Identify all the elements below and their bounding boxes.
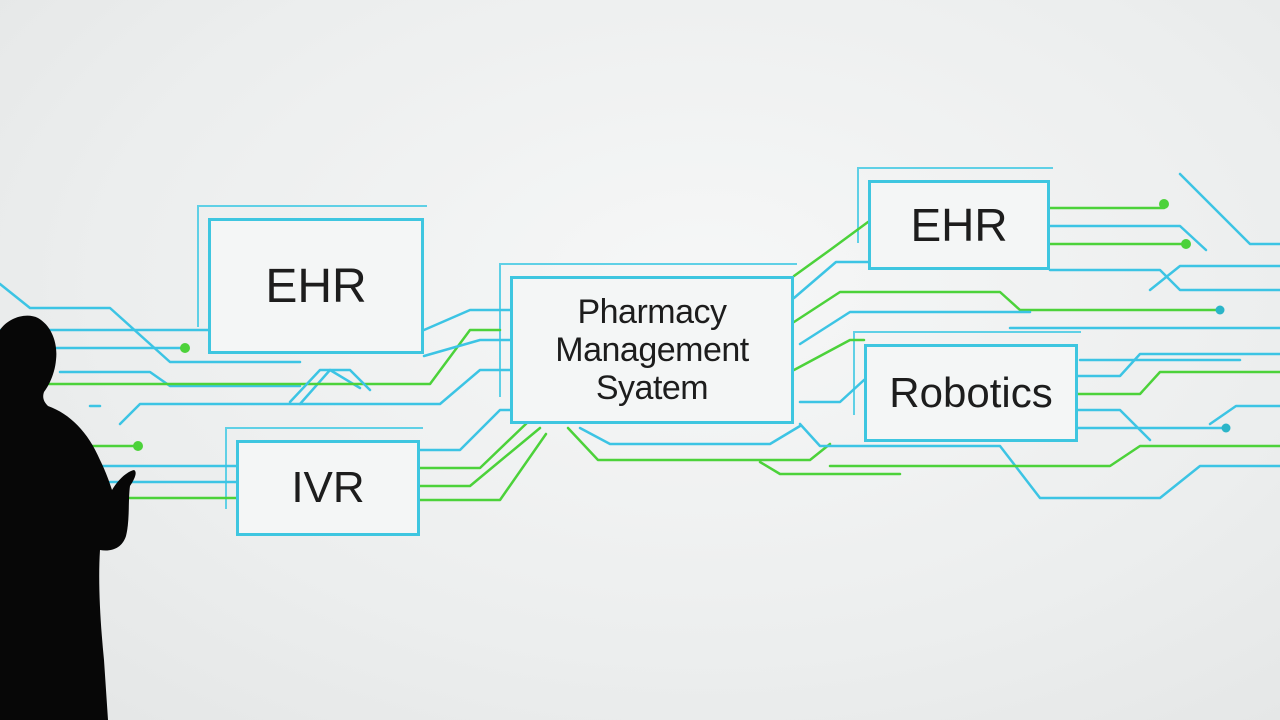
connector-line (1048, 224, 1208, 252)
connector-line (38, 328, 502, 386)
connector-dot (1159, 199, 1169, 209)
pms-label-line3: Syatem (595, 369, 709, 407)
connector-line (422, 338, 512, 358)
connector-line (418, 432, 548, 502)
connector-dot (1215, 305, 1225, 315)
connector-line (1076, 370, 1280, 396)
connector-line (578, 424, 802, 446)
connector-line (418, 418, 532, 470)
connector-line (1076, 408, 1152, 442)
connector-line (758, 460, 902, 476)
connector-dot (180, 343, 190, 353)
pharmacy-management-system-box: Pharmacy Management Syatem (499, 263, 797, 424)
robotics-label: Robotics (889, 369, 1053, 416)
connector-line (418, 408, 512, 452)
connector-line (288, 368, 372, 404)
connector-dot (133, 441, 143, 451)
connector-line (566, 426, 832, 462)
connector-line (422, 308, 512, 332)
ehr-left-label: EHR (265, 259, 367, 313)
ivr-label: IVR (291, 463, 365, 512)
connector-dot (1221, 423, 1231, 433)
connector-line (1076, 352, 1280, 378)
person-silhouette (0, 315, 136, 720)
connector-line (798, 310, 1032, 346)
ehr-box-left: EHR (197, 205, 427, 354)
connector-line (298, 368, 512, 406)
ehr-right-label: EHR (910, 199, 1008, 251)
connector-line (798, 422, 1280, 500)
pms-label-line2: Management (555, 331, 749, 369)
connector-line (792, 220, 870, 278)
connector-line (1208, 404, 1280, 426)
connector-line (792, 260, 870, 300)
connector-line (792, 338, 866, 372)
connector-dot (1181, 239, 1191, 249)
robotics-box: Robotics (853, 331, 1081, 442)
connector-line (798, 378, 866, 404)
pms-label-line1: Pharmacy (577, 293, 727, 331)
ivr-box: IVR (225, 427, 423, 536)
connector-line (792, 290, 1222, 324)
connector-line (418, 426, 542, 488)
connector-line (828, 444, 1280, 468)
connector-line (1048, 268, 1280, 292)
connector-line (58, 370, 302, 388)
connector-line (1148, 264, 1280, 292)
connector-line (1178, 172, 1280, 246)
ehr-box-right: EHR (857, 167, 1053, 270)
connector-line (118, 368, 362, 426)
connector-line (0, 282, 302, 364)
